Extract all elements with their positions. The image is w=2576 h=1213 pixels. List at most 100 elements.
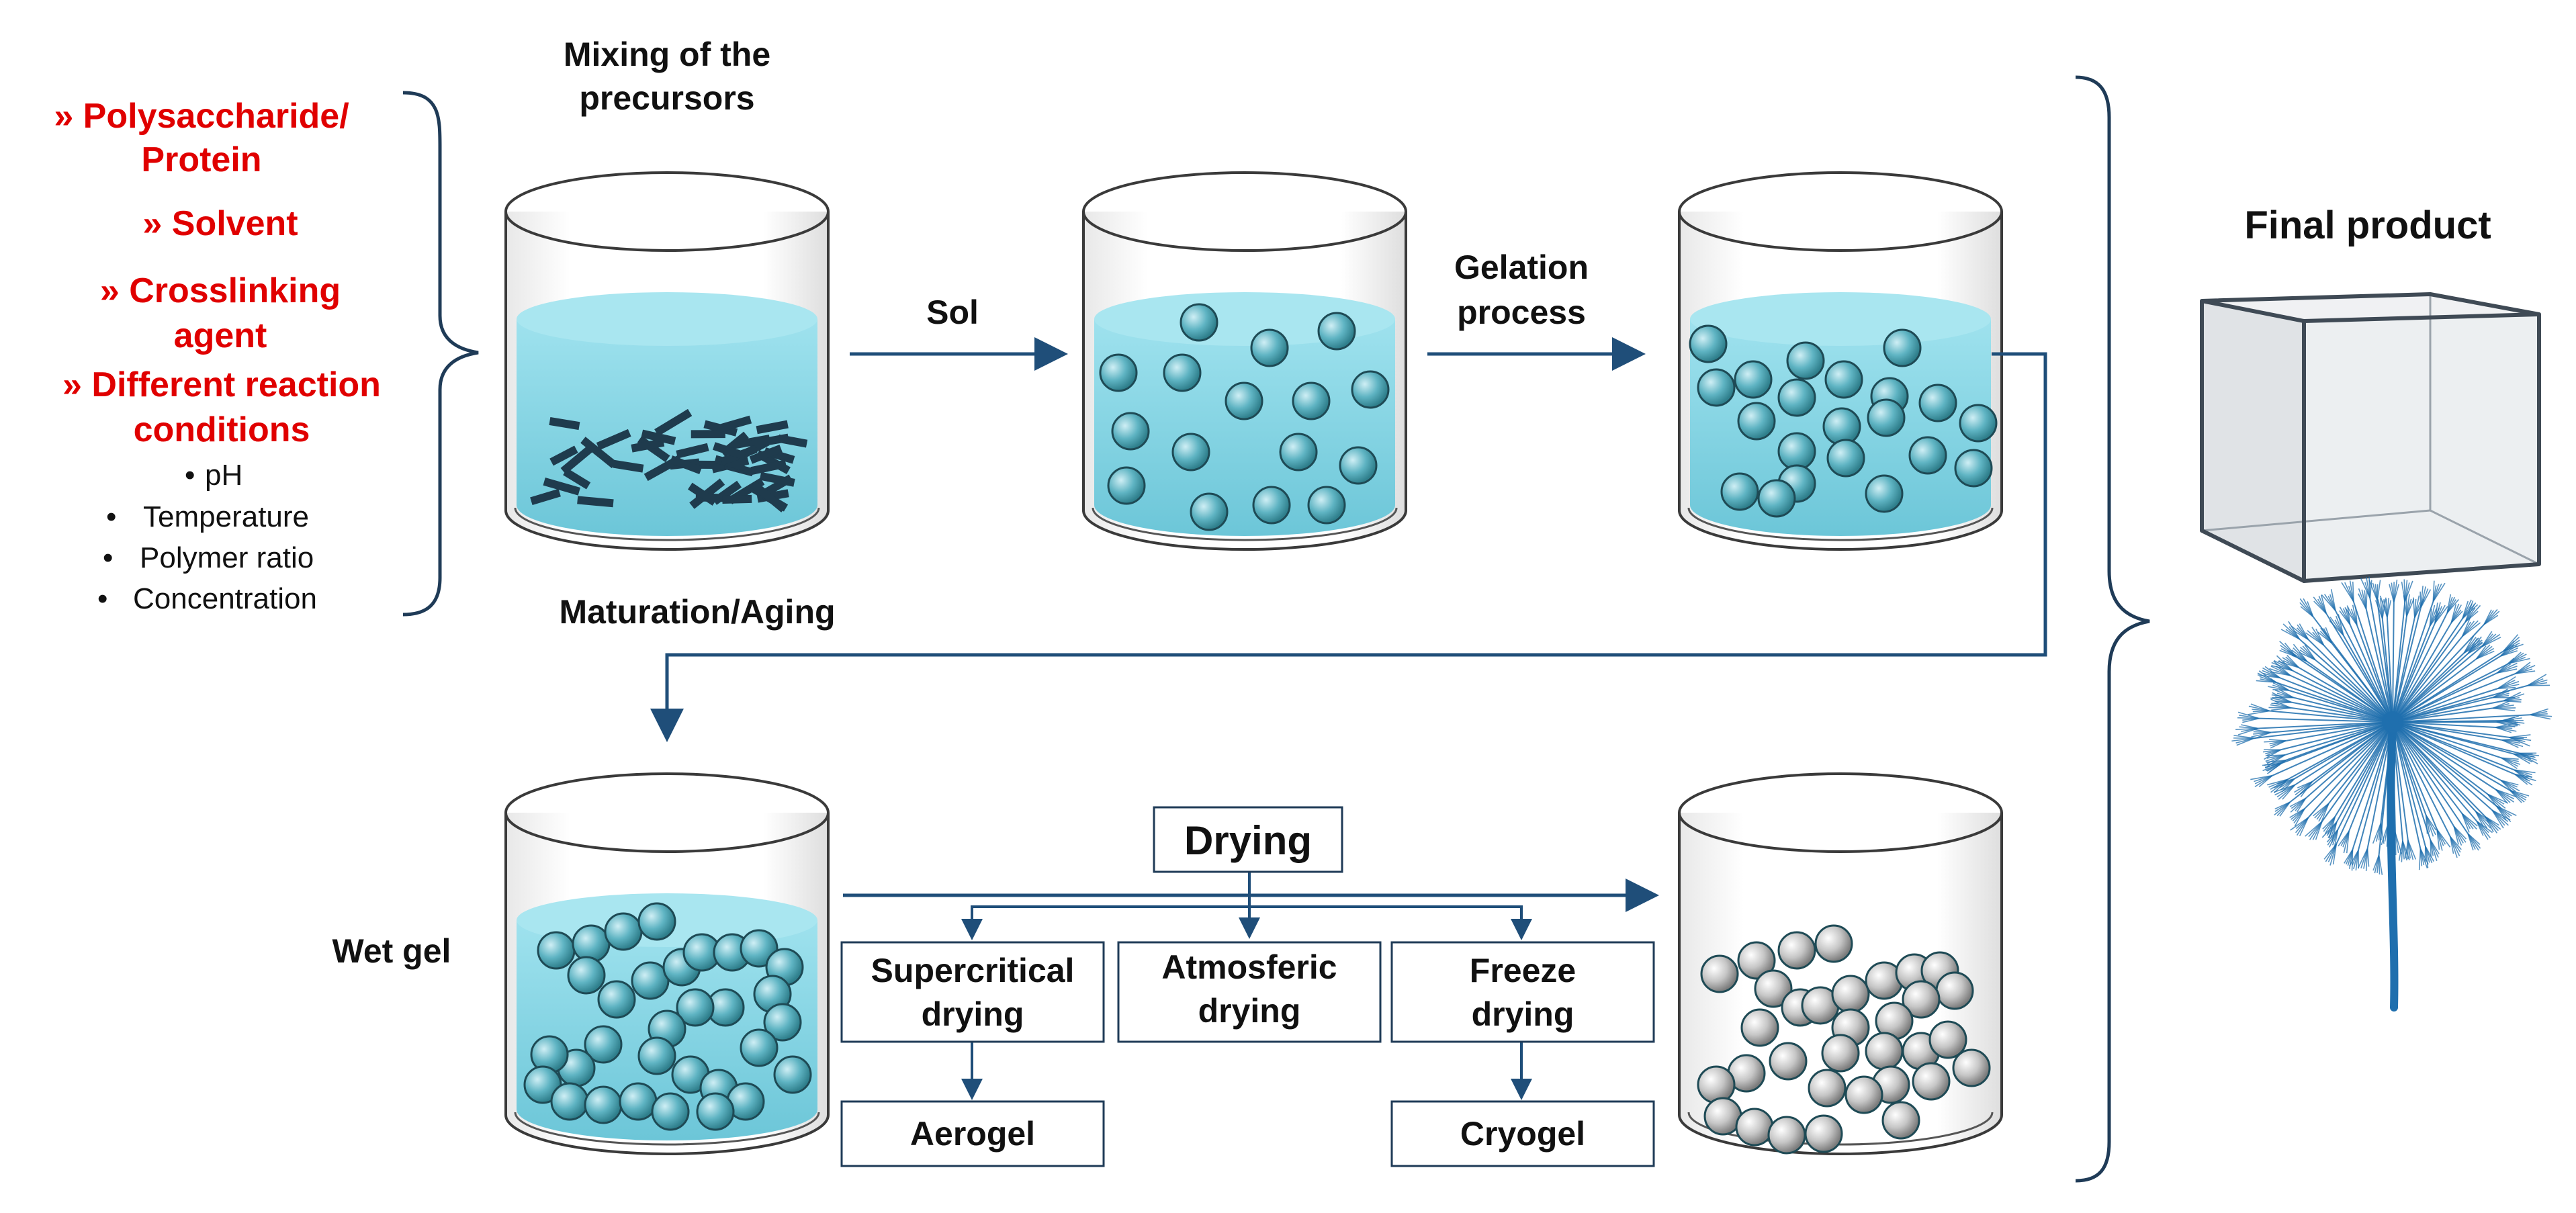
arrow-drying-branch	[972, 907, 1521, 934]
gel-particle	[1960, 405, 1996, 441]
gel-particle	[1779, 433, 1815, 469]
gel-particle	[1824, 408, 1860, 445]
wet-gel-particle	[652, 1093, 689, 1130]
dried-gel-particle	[1779, 932, 1815, 969]
wet-gel-particle	[697, 1093, 734, 1130]
method-supercritical-line2: drying	[922, 995, 1024, 1033]
beaker-dried-gel	[1679, 774, 2002, 1154]
label-sol: Sol	[926, 294, 979, 331]
gel-particle	[1759, 480, 1795, 516]
gel-particle	[1910, 437, 1946, 474]
input-crosslinking: » Crosslinking	[100, 271, 341, 310]
wet-gel-particle	[620, 1083, 656, 1120]
supercritical-box: Supercritical drying	[842, 942, 1104, 1042]
liquid-surface	[1690, 292, 1991, 346]
dried-gel-particle	[1913, 1063, 1949, 1099]
dried-gel-particle	[1736, 1109, 1773, 1145]
sol-particle	[1100, 355, 1137, 391]
dandelion-pappus	[2503, 701, 2521, 703]
sol-particle	[1308, 487, 1345, 523]
dandelion-pappus	[2527, 685, 2550, 686]
label-final-product: Final product	[2244, 204, 2491, 247]
sol-particle	[1226, 383, 1262, 419]
sol-particle	[1253, 487, 1290, 523]
freeze-box: Freeze drying	[1392, 942, 1654, 1042]
input-solvent: » Solvent	[142, 204, 298, 243]
label-mixing-line2: precursors	[579, 79, 754, 117]
wet-gel-particle	[741, 1030, 777, 1066]
gel-particle	[1779, 379, 1815, 416]
dried-gel-particle	[1806, 1116, 1842, 1152]
drying-box: Drying	[1154, 807, 1342, 872]
sol-particle	[1352, 371, 1388, 408]
sol-particle	[1191, 494, 1227, 530]
method-atmospheric-line2: drying	[1198, 992, 1301, 1030]
bullet: •	[103, 541, 113, 574]
conditions-list: • pH • Temperature • Polymer ratio • Con…	[97, 459, 317, 615]
final-product-brace	[2076, 77, 2149, 1181]
gel-particle	[1826, 361, 1862, 398]
dandelion-pappus	[2419, 849, 2421, 870]
dandelion-icon	[2231, 577, 2552, 1007]
inputs-list: » Polysaccharide/ Protein » Solvent » Cr…	[54, 97, 381, 449]
gel-particle	[1884, 330, 1920, 366]
dried-gel-particle	[1816, 926, 1852, 962]
label-wet-gel: Wet gel	[332, 932, 451, 970]
product-cryogel: Cryogel	[1460, 1115, 1585, 1153]
dried-gel-particle	[1770, 1043, 1806, 1079]
input-agent: agent	[174, 316, 267, 355]
dried-gel-particle	[1866, 1033, 1902, 1069]
atmospheric-box: Atmosferic drying	[1118, 942, 1380, 1042]
dried-gel-particle	[1769, 1117, 1805, 1153]
bullet: •	[97, 582, 107, 615]
sol-particle	[1108, 467, 1145, 504]
cube-front-face	[2304, 314, 2539, 581]
dried-gel-particle	[1937, 973, 1973, 1009]
gel-particle	[1866, 476, 1902, 512]
condition-concentration: Concentration	[133, 582, 317, 615]
label-gelation-line2: process	[1457, 294, 1586, 331]
method-supercritical-line1: Supercritical	[871, 952, 1075, 989]
wet-gel-particle	[573, 926, 609, 962]
wet-gel-particle	[568, 957, 605, 993]
label-maturation: Maturation/Aging	[559, 593, 835, 631]
dried-gel-particle	[1832, 976, 1869, 1012]
dandelion-pappus	[2493, 708, 2515, 711]
wet-gel-particle	[598, 981, 635, 1018]
gel-particle	[1690, 326, 1726, 362]
dried-gel-particle	[1953, 1050, 1990, 1086]
condition-polymer-ratio: Polymer ratio	[140, 541, 314, 574]
beaker-gelation	[1679, 173, 2002, 549]
precursor-rod	[722, 495, 752, 504]
gel-particle	[1722, 474, 1758, 510]
dandelion-head	[2382, 711, 2403, 733]
wet-gel-particle	[538, 932, 574, 969]
dried-gel-particle	[1809, 1070, 1845, 1106]
condition-ph: pH	[205, 459, 242, 492]
gel-particle	[1698, 369, 1734, 406]
input-brace	[403, 93, 478, 615]
sol-particle	[1173, 434, 1209, 470]
aerogel-cube-icon	[2202, 294, 2539, 581]
cryogel-box: Cryogel	[1392, 1102, 1654, 1166]
sol-particle	[1293, 383, 1329, 419]
wet-gel-particle	[551, 1083, 588, 1120]
condition-temperature: Temperature	[143, 500, 309, 533]
method-freeze-line1: Freeze	[1470, 952, 1576, 989]
dandelion-seed-stalk	[2393, 722, 2454, 826]
gel-particle	[1735, 361, 1771, 398]
gel-particle	[1920, 385, 1956, 421]
dried-gel-particle	[1822, 1035, 1859, 1071]
dried-gel-particle	[1698, 1067, 1734, 1103]
aerogel-box: Aerogel	[842, 1102, 1104, 1166]
sol-particle	[1164, 355, 1200, 391]
dandelion-pappus	[2269, 739, 2286, 741]
liquid-surface	[517, 292, 817, 346]
method-freeze-line2: drying	[1472, 995, 1574, 1033]
bullet: •	[106, 500, 116, 533]
dried-gel-particle	[1701, 956, 1738, 992]
input-conditions: conditions	[134, 410, 310, 449]
drying-title: Drying	[1184, 818, 1312, 863]
wet-gel-particle	[774, 1057, 811, 1093]
